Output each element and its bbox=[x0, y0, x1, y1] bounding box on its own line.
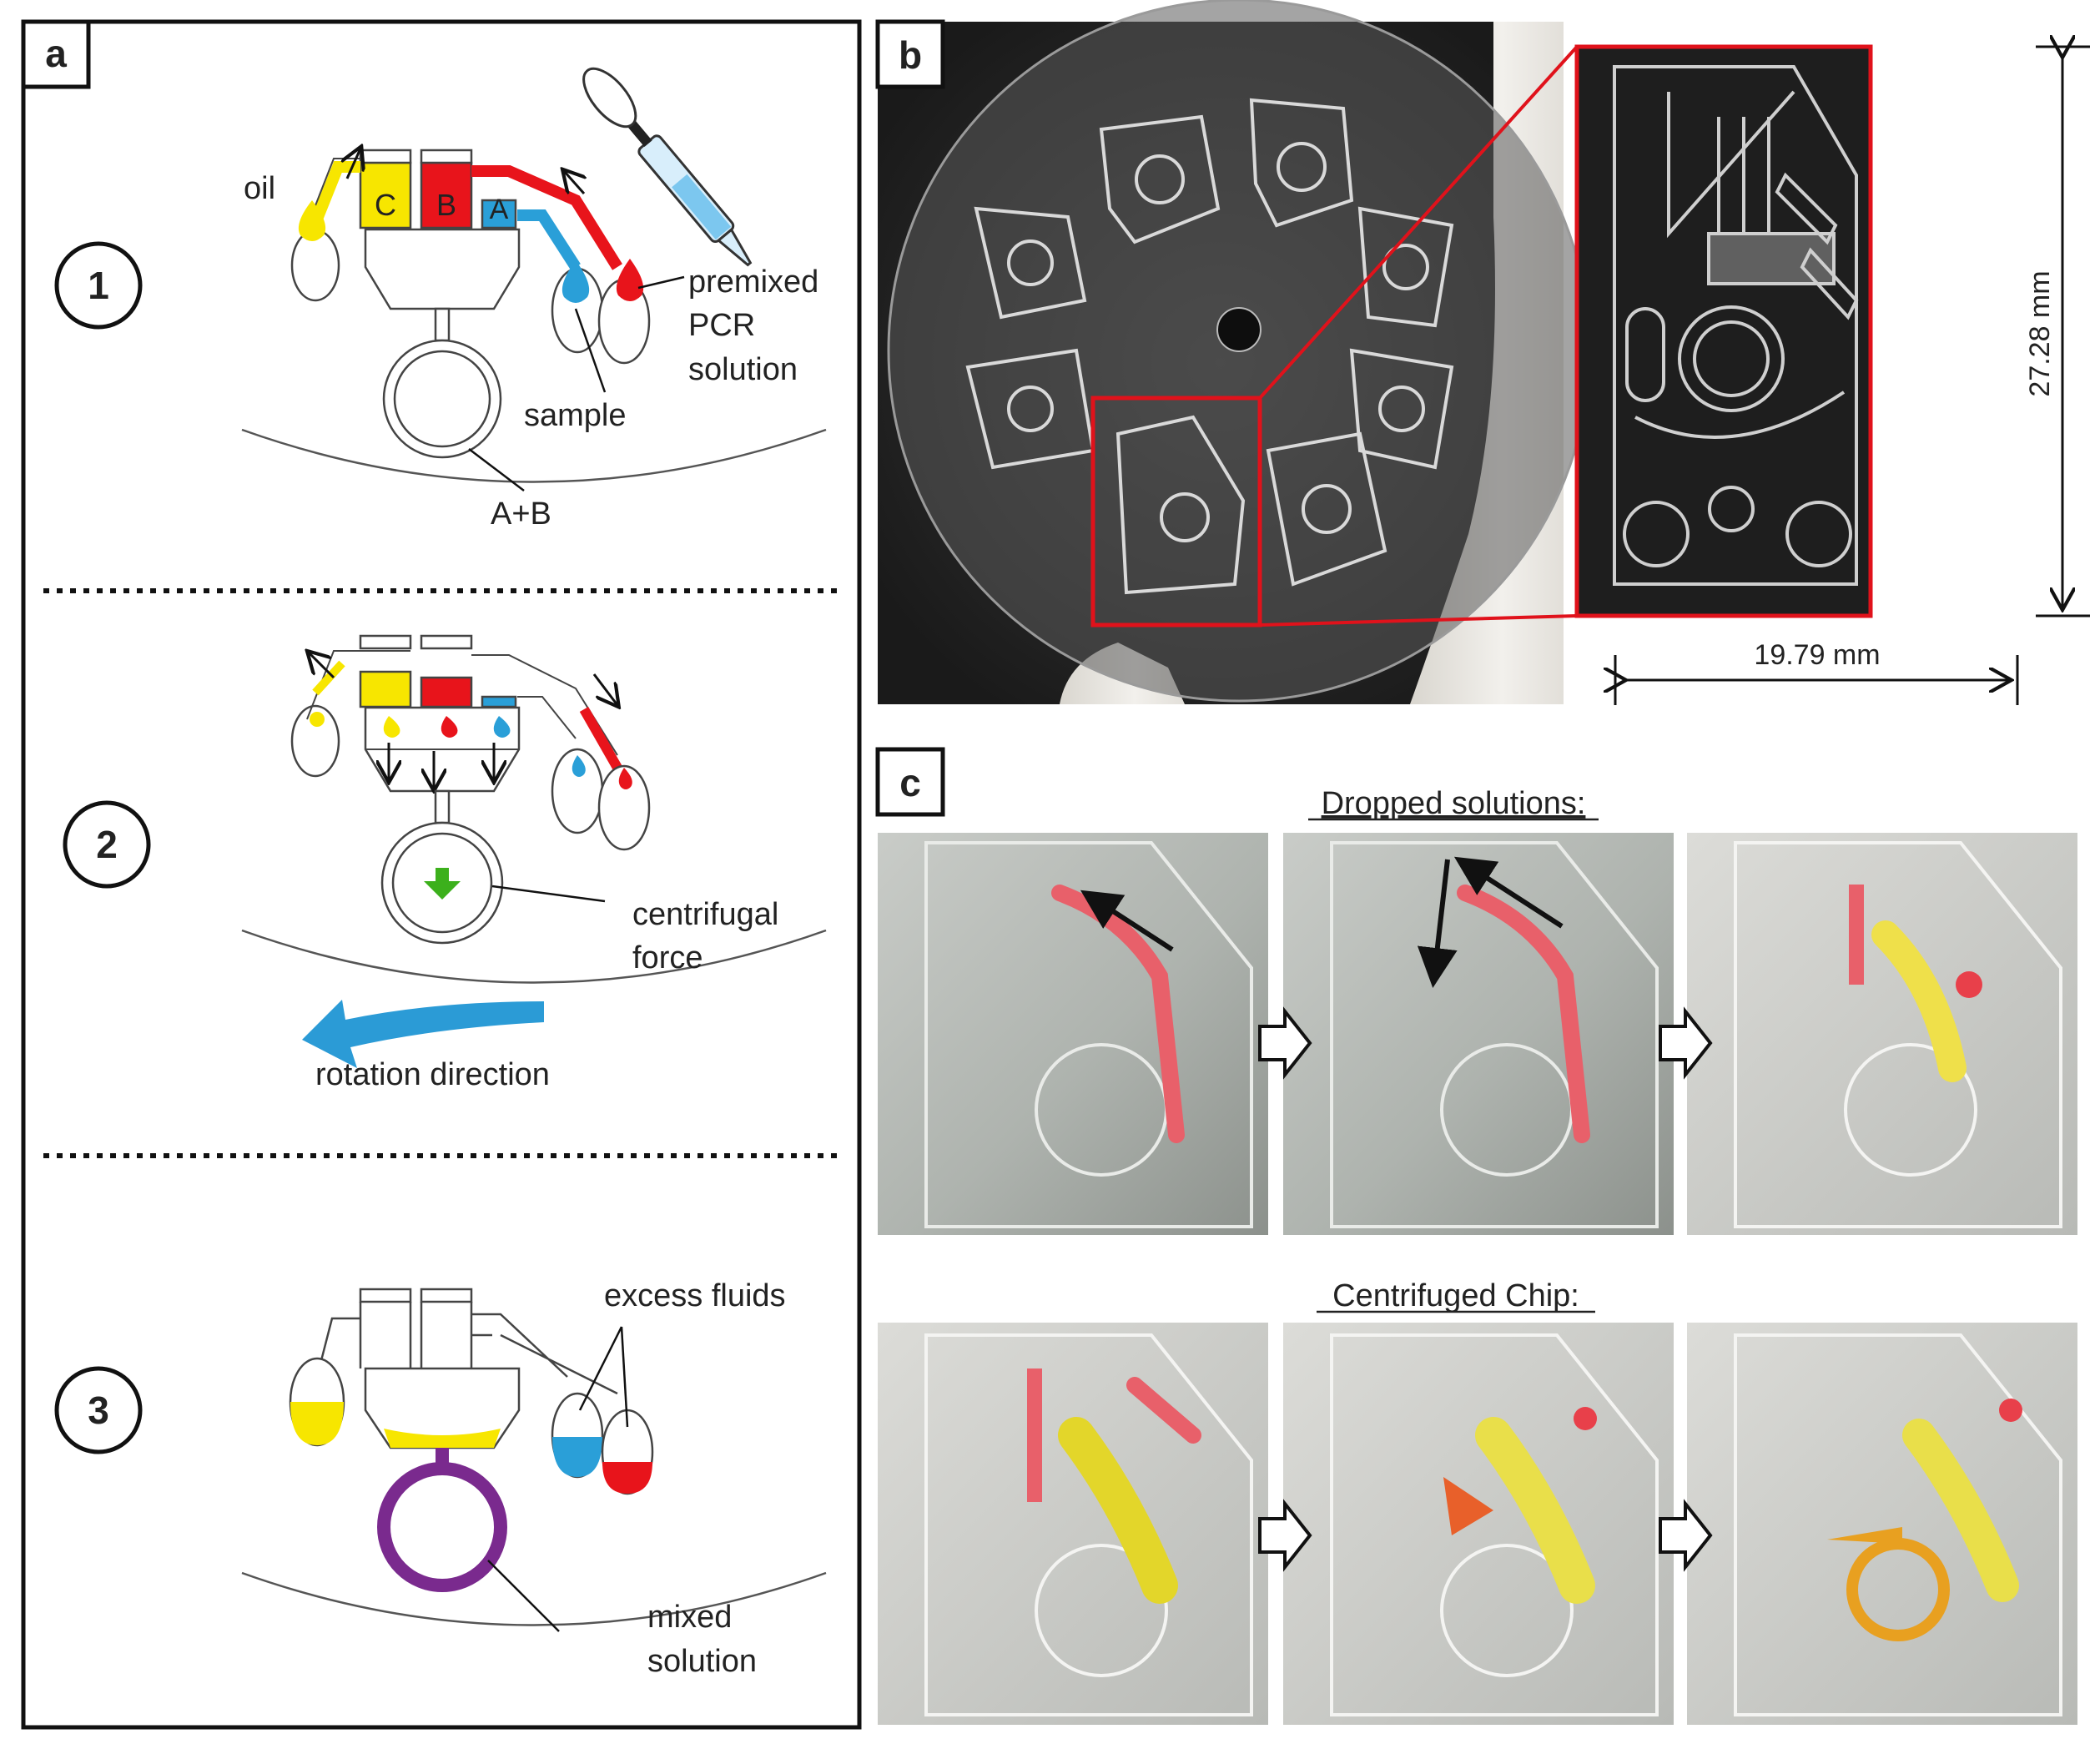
width-dim-label: 19.79 mm bbox=[1754, 639, 1880, 671]
step-arrow-3 bbox=[1258, 1499, 1312, 1572]
step-arrow-2 bbox=[1659, 1006, 1713, 1080]
step-3-number: 3 bbox=[88, 1389, 109, 1432]
oil-drop bbox=[298, 200, 326, 241]
step-1-badge bbox=[54, 241, 143, 330]
rotation-label: rotation direction bbox=[315, 1057, 550, 1092]
pcr-channel-1 bbox=[471, 165, 622, 270]
waste-bulb-left-2 bbox=[290, 704, 340, 778]
panel-b-letter: b bbox=[899, 33, 922, 77]
dropped-photo-1 bbox=[878, 833, 1268, 1235]
step-1-number: 1 bbox=[88, 264, 109, 307]
chamber-a-label: A bbox=[490, 194, 509, 225]
waste-bulb-b-2 bbox=[597, 764, 651, 851]
panel-b-letter-box bbox=[875, 19, 945, 89]
centrifugal-label-2: force bbox=[632, 940, 703, 975]
ab-label: A+B bbox=[491, 496, 551, 532]
height-dim-label: 27.28 mm bbox=[2024, 270, 2056, 396]
step-1: 1 bbox=[54, 67, 827, 532]
step-arrow-4 bbox=[1659, 1499, 1713, 1572]
sample-drop bbox=[562, 260, 590, 303]
panel-c-letter: c bbox=[899, 761, 921, 804]
dropped-photo-3 bbox=[1687, 833, 2077, 1235]
chamber-c-label: C bbox=[375, 188, 396, 222]
premixed-label-2: PCR bbox=[688, 308, 755, 343]
rotor-arc-3 bbox=[241, 1571, 827, 1626]
chamber-b-1 bbox=[420, 161, 473, 229]
zoomed-chip-outline bbox=[1613, 65, 1859, 586]
chamber-c-2 bbox=[359, 670, 412, 708]
premixed-label-1: premixed bbox=[688, 265, 818, 300]
panel-a-frame bbox=[21, 19, 862, 1730]
rotor-arc-1 bbox=[241, 428, 827, 483]
centrifugal-label-1: centrifugal bbox=[632, 897, 778, 932]
dropped-photo-2 bbox=[1283, 833, 1674, 1235]
premixed-label-3: solution bbox=[688, 352, 798, 387]
pcr-drop bbox=[616, 259, 644, 301]
centrifuged-chip-label: Centrifuged Chip: bbox=[1332, 1278, 1579, 1313]
mixed-label-2: solution bbox=[647, 1644, 757, 1679]
step-2: 2 bbox=[63, 634, 827, 1092]
step-2-badge bbox=[63, 800, 151, 889]
chamber-b-label: B bbox=[436, 188, 456, 222]
panel-a-letter: a bbox=[45, 32, 67, 75]
chamber-a-1 bbox=[481, 199, 517, 229]
step-2-number: 2 bbox=[96, 823, 118, 866]
panel-b: b 27.28 mm 19.79 mm bbox=[875, 0, 2090, 705]
chamber-a-2 bbox=[481, 695, 517, 708]
panel-c: c Dropped solutions: Centrifuged Chip: bbox=[875, 747, 2077, 1725]
panel-a-letter-box bbox=[21, 19, 91, 89]
waste-bulb-left-1 bbox=[290, 229, 340, 302]
rotation-direction-arrow bbox=[302, 1000, 544, 1068]
pipette-icon bbox=[582, 67, 753, 267]
sample-channel-1 bbox=[517, 209, 581, 270]
centrifuged-photo-2 bbox=[1283, 1323, 1674, 1725]
zoom-line-top bbox=[1258, 45, 1579, 400]
panel-c-letter-box bbox=[875, 747, 945, 817]
chamber-b-2 bbox=[420, 676, 473, 708]
sample-label: sample bbox=[524, 398, 627, 433]
zoom-line-bottom bbox=[1259, 614, 1578, 627]
centrifuged-photo-3 bbox=[1687, 1323, 2077, 1725]
mixed-ring bbox=[377, 1462, 507, 1592]
step-3-badge bbox=[54, 1366, 143, 1454]
disc-hole bbox=[1216, 307, 1262, 352]
rotor-arc-2 bbox=[241, 929, 827, 984]
dropped-solutions-label: Dropped solutions: bbox=[1322, 786, 1586, 821]
centrifuged-photo-1 bbox=[878, 1323, 1268, 1725]
oil-label: oil bbox=[244, 171, 275, 206]
chip-selection-box bbox=[1090, 396, 1262, 628]
mixing-chamber-1 bbox=[364, 228, 521, 310]
ring-chamber-1 bbox=[382, 339, 502, 459]
panel-a: a 1 bbox=[21, 19, 862, 1730]
excess-fluids-label: excess fluids bbox=[604, 1278, 786, 1313]
centrifugal-force-arrow bbox=[424, 868, 461, 900]
mixed-label-1: mixed bbox=[647, 1600, 732, 1635]
step-arrow-1 bbox=[1258, 1006, 1312, 1080]
step-3: 3 excess fluids mixed solution bbox=[54, 1278, 827, 1679]
